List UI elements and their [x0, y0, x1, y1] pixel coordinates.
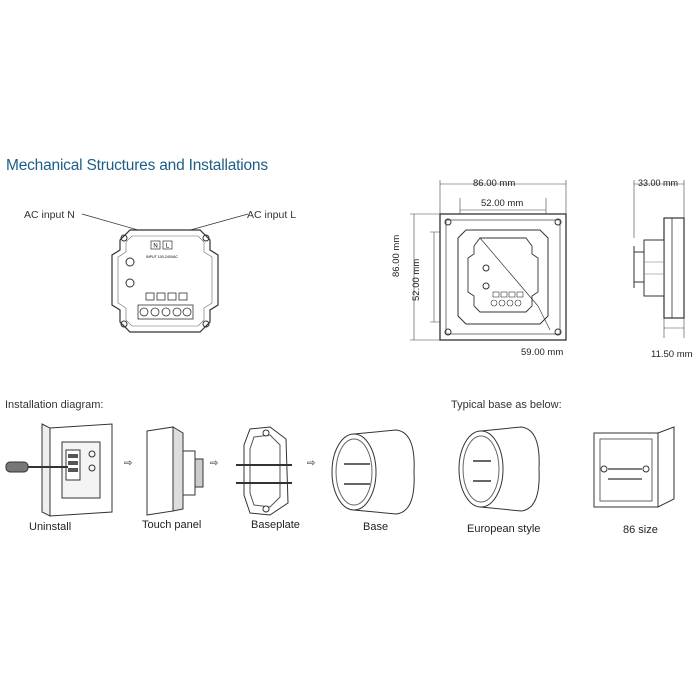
installation-heading: Installation diagram: [5, 399, 104, 411]
typical-base-heading: Typical base as below: [451, 399, 562, 411]
touch-panel-illustration [146, 426, 204, 516]
baseplate-illustration [236, 426, 292, 516]
page-title: Mechanical Structures and Installations [6, 157, 268, 174]
input-voltage-text: INPUT 100-240VAC [146, 255, 178, 259]
european-base-illustration [458, 426, 540, 512]
caption-baseplate: Baseplate [251, 519, 300, 531]
86-base-illustration [593, 426, 675, 508]
diagonal-label: 59.00 mm [521, 347, 564, 358]
caption-base: Base [363, 521, 389, 533]
base-illustration [331, 429, 415, 515]
depth-panel-label: 11.50 mm [651, 349, 693, 360]
ac-input-n-label: AC input N [24, 209, 75, 221]
terminal-l-text: L [166, 244, 170, 250]
caption-touch-panel: Touch panel [142, 519, 202, 531]
ac-input-l-label: AC input L [247, 209, 297, 221]
front-view-diagram [410, 180, 567, 341]
width-outer-label: 86.00 mm [473, 178, 516, 189]
depth-total-label: 33.00 mm [638, 178, 679, 188]
arrow-icon: ⇨ [124, 458, 133, 469]
module-back-diagram: N L INPUT 100-240VAC [81, 213, 249, 333]
width-inner-label: 52.00 mm [481, 198, 524, 209]
arrow-icon: ⇨ [307, 458, 316, 469]
arrow-icon: ⇨ [210, 458, 219, 469]
side-view-diagram [633, 180, 685, 338]
terminal-n-text: N [153, 244, 157, 250]
caption-european-style: European style [467, 523, 541, 535]
height-inner-label: 52.00 mm [411, 258, 422, 301]
uninstall-illustration [5, 423, 113, 517]
caption-uninstall: Uninstall [29, 521, 72, 533]
height-outer-label: 86.00 mm [391, 234, 402, 277]
caption-86-size: 86 size [623, 524, 658, 536]
